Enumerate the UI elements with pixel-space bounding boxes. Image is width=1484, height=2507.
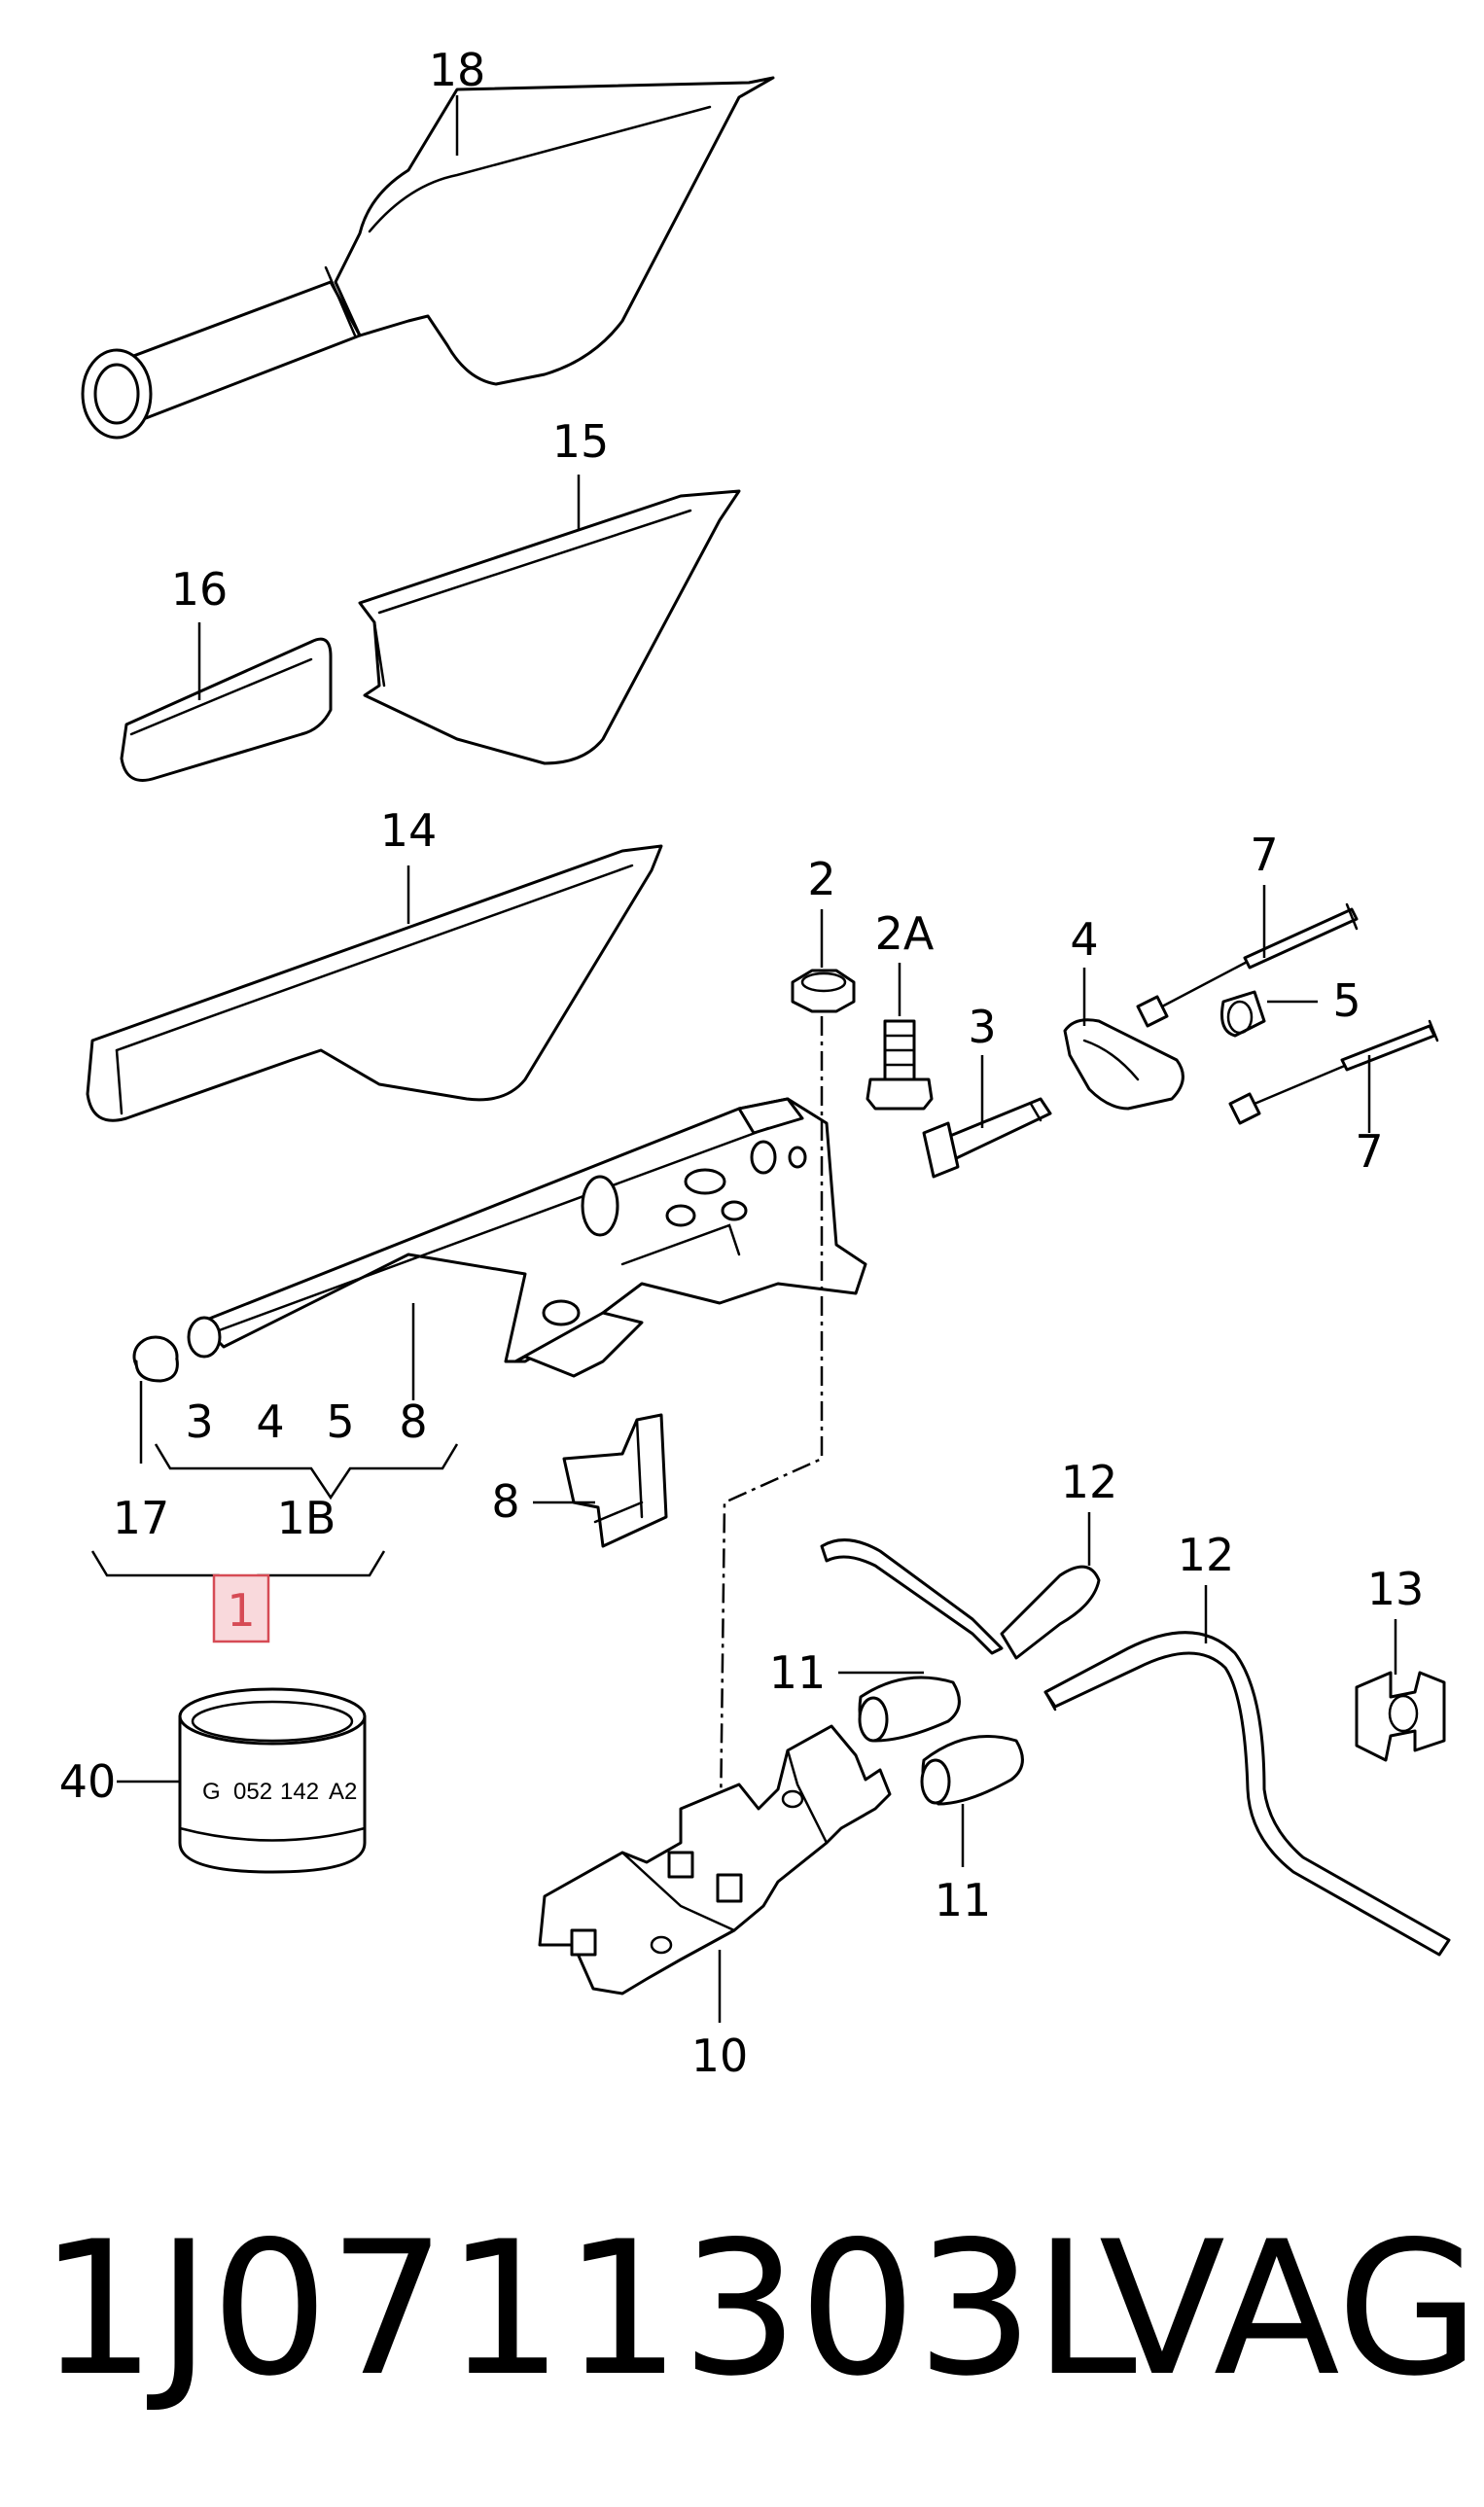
callout-5: 5 xyxy=(1332,974,1360,1027)
stamp-text-3: 142 xyxy=(280,1779,319,1805)
callout-2: 2 xyxy=(807,853,835,905)
callout-4: 4 xyxy=(1070,913,1098,966)
callout-8: 8 xyxy=(491,1475,519,1528)
callout-14: 14 xyxy=(380,804,438,857)
callout-18: 18 xyxy=(429,44,486,96)
callout-3: 3 xyxy=(968,1001,996,1053)
callout-13: 13 xyxy=(1367,1563,1425,1615)
part-16-grip-cover xyxy=(120,637,333,782)
group-label-8: 8 xyxy=(399,1395,427,1448)
group-label-3: 3 xyxy=(185,1395,213,1448)
part-12-guide-tube-right xyxy=(1043,1631,1451,1957)
callout-1b: 1B xyxy=(277,1492,336,1544)
callout-12b: 12 xyxy=(1178,1529,1235,1581)
part-2a-bolt xyxy=(866,1019,934,1111)
part-15-lever-cover xyxy=(358,489,741,765)
callout-1-highlight-box xyxy=(212,1573,270,1643)
part-13-clip xyxy=(1355,1671,1446,1762)
callout-11a: 11 xyxy=(769,1646,827,1699)
part-14-lever-trim xyxy=(86,844,663,1122)
part-11-grommet-upper xyxy=(858,1676,961,1743)
assembly-line xyxy=(718,1016,824,1897)
group-label-5: 5 xyxy=(326,1395,354,1448)
callout-11b: 11 xyxy=(935,1874,992,1926)
part-4-compensator xyxy=(1063,1018,1184,1111)
callout-7a: 7 xyxy=(1250,829,1278,881)
callout-16: 16 xyxy=(171,563,229,616)
callout-12a: 12 xyxy=(1061,1456,1118,1508)
part-3-pin xyxy=(922,1097,1052,1179)
callout-1: 1 xyxy=(227,1584,255,1637)
stamp-text-1: G xyxy=(202,1779,221,1805)
part-18-lever-boot xyxy=(81,76,775,440)
part-7-cable-upper xyxy=(1136,902,1359,1028)
part-40-grease-tube xyxy=(178,1687,367,1874)
callout-2a: 2A xyxy=(875,907,935,960)
callout-40: 40 xyxy=(59,1755,117,1808)
part-12-guide-tube-left xyxy=(820,1538,1101,1660)
stamp-text-2: 052 xyxy=(233,1779,272,1805)
part-number: 1J0711303L xyxy=(39,2202,1137,2417)
part-11-grommet-lower xyxy=(920,1735,1024,1806)
part-7-cable-lower xyxy=(1228,1019,1439,1125)
part-2-nut xyxy=(791,969,856,1013)
stamp-text-4: A2 xyxy=(329,1779,357,1805)
callout-7b: 7 xyxy=(1355,1125,1383,1178)
part-5-adjusting-nut xyxy=(1220,990,1266,1038)
part-1-handbrake-lever xyxy=(187,1097,867,1378)
part-8-bracket xyxy=(562,1413,668,1548)
callout-17: 17 xyxy=(113,1492,170,1544)
brand-name: VAG xyxy=(1099,2202,1480,2417)
part-10-mounting-bracket xyxy=(538,1724,892,1995)
callout-10: 10 xyxy=(691,2030,749,2082)
bracket-group-1b xyxy=(154,1443,459,1501)
group-label-4: 4 xyxy=(256,1395,284,1448)
part-17-end-cap xyxy=(132,1335,179,1383)
callout-15: 15 xyxy=(552,415,610,468)
